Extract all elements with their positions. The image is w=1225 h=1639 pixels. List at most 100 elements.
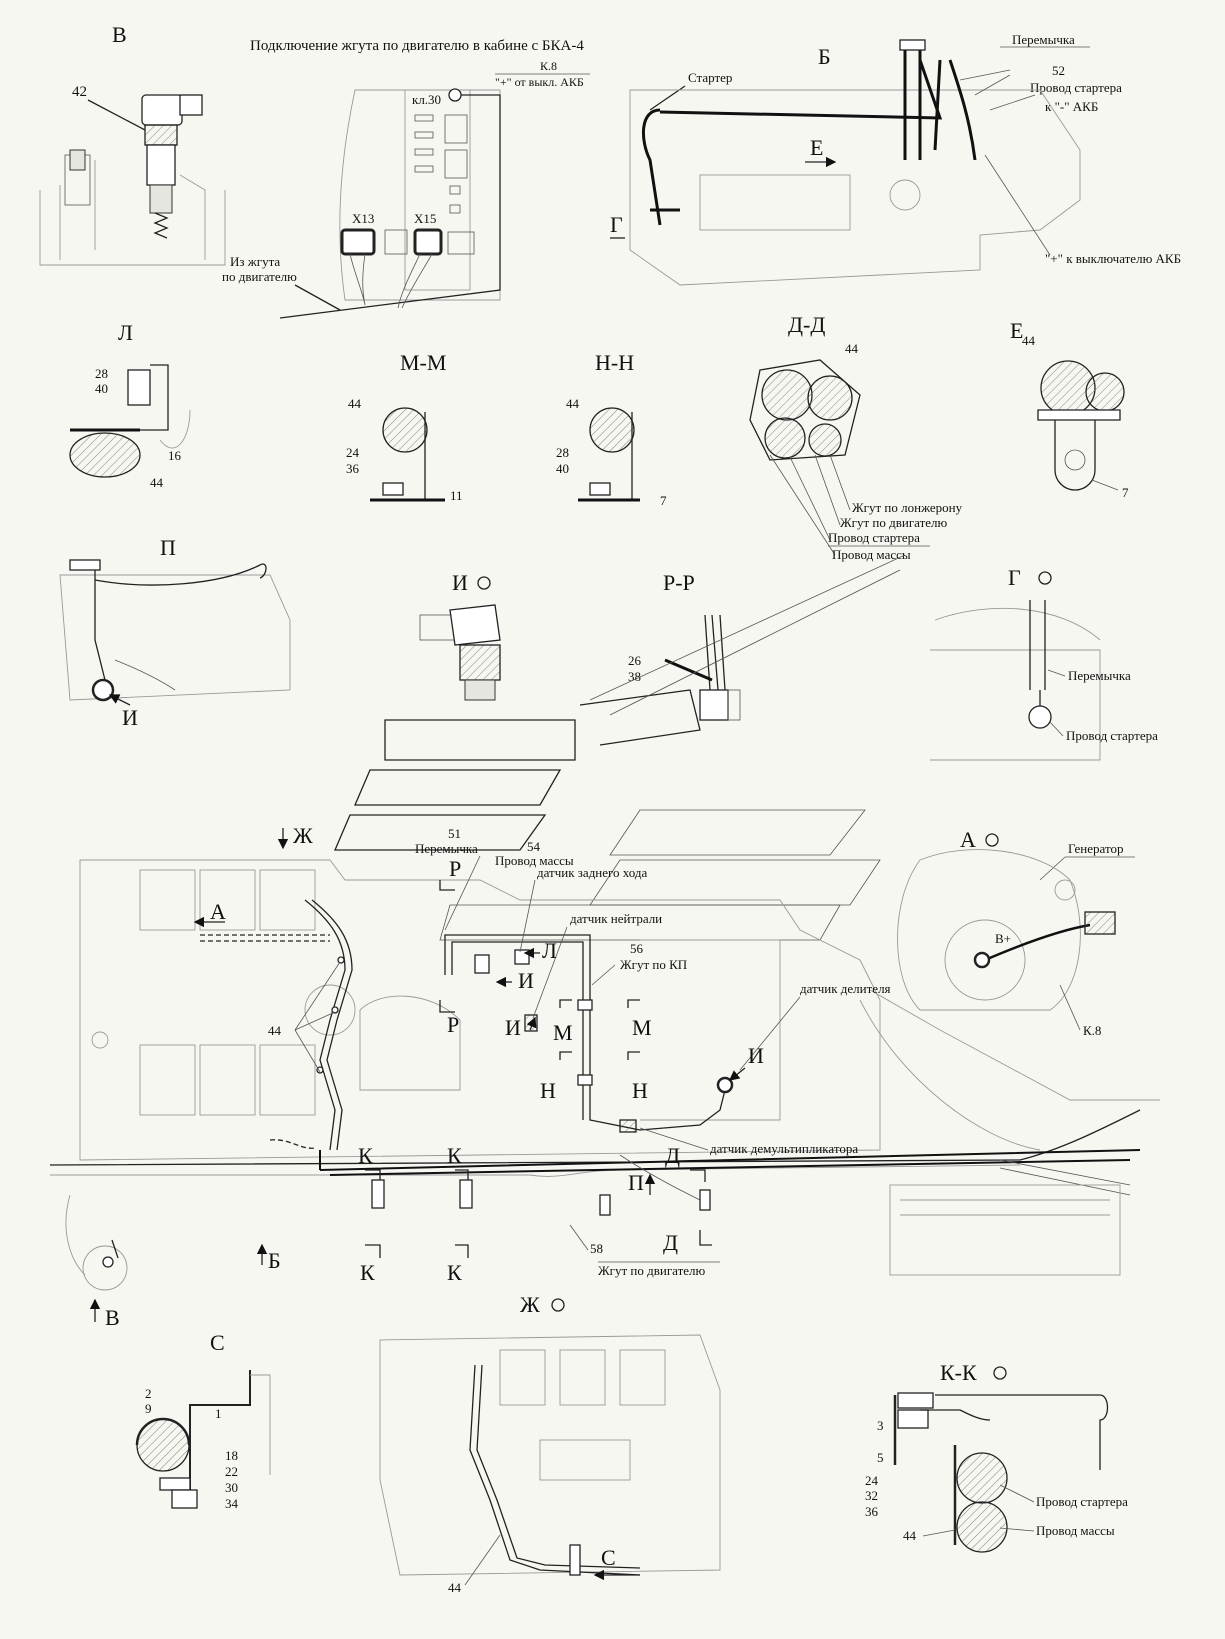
- jumper-label-g: Перемычка: [1068, 668, 1131, 683]
- view-p-label: П: [160, 535, 176, 560]
- x15-label: Х15: [414, 211, 436, 226]
- view-zh-label: Ж: [520, 1292, 540, 1317]
- marker-m-left: М: [553, 1020, 573, 1045]
- callout-3-kk: 3: [877, 1418, 884, 1433]
- section-kk: К-К 3 5 24 32 36 44 Провод стартера Пров…: [865, 1360, 1128, 1553]
- callout-44-nn: 44: [566, 396, 580, 411]
- marker-i-lower: И: [505, 1015, 521, 1040]
- section-dd-label: Д-Д: [788, 312, 825, 337]
- marker-d-bottom: Д: [663, 1230, 678, 1255]
- callout-58: 58: [590, 1241, 603, 1256]
- plus-from-switch-label: "+" от выкл. АКБ: [495, 75, 584, 89]
- demult-sensor-label: датчик демультипликатора: [710, 1141, 858, 1156]
- callout-24-kk: 24: [865, 1473, 879, 1488]
- marker-k-ll: К: [360, 1260, 375, 1285]
- callout-42: 42: [72, 84, 87, 100]
- view-i-detail: И: [419, 570, 501, 701]
- generator-label: Генератор: [1068, 841, 1123, 856]
- view-p-detail: П И: [59, 535, 291, 730]
- callout-44-e: 44: [1022, 333, 1036, 348]
- section-rr: Р-Р 26 38: [628, 570, 741, 721]
- callout-2-s: 2: [145, 1386, 152, 1401]
- jumper-label-top: Перемычка: [1012, 32, 1075, 47]
- callout-54: 54: [527, 839, 541, 854]
- marker-m-right: М: [632, 1015, 652, 1040]
- view-s-detail: С 2 9 1 18 22 30 34: [135, 1330, 271, 1511]
- section-nn: Н-Н 44 28 40 7: [556, 350, 667, 508]
- k8-label-top: К.8: [540, 59, 557, 73]
- callout-38-rr: 38: [628, 669, 641, 684]
- to-minus-akb-label: к "-" АКБ: [1045, 99, 1098, 114]
- callout-40-l: 40: [95, 381, 108, 396]
- callout-28-nn: 28: [556, 445, 569, 460]
- callout-44-dd: 44: [845, 341, 859, 356]
- divider-sensor-label: датчик делителя: [800, 981, 891, 996]
- callout-16-l: 16: [168, 448, 182, 463]
- neutral-sensor-label: датчик нейтрали: [570, 911, 662, 926]
- ground-wire-label-main: Провод массы: [495, 853, 574, 868]
- view-e-detail: Е 44 7: [1010, 318, 1129, 500]
- jumper-label-main: Перемычка: [415, 841, 478, 856]
- callout-26-rr: 26: [628, 653, 642, 668]
- callout-7-nn: 7: [660, 493, 667, 508]
- view-b-starter: Б Перемычка 52 Провод стартера к "-" АКБ…: [610, 32, 1181, 286]
- callout-22-s: 22: [225, 1464, 238, 1479]
- callout-44-main: 44: [268, 1023, 282, 1038]
- callout-36-kk: 36: [865, 1504, 879, 1519]
- view-v-label: В: [112, 22, 127, 47]
- callout-44-l: 44: [150, 475, 164, 490]
- cab-connection-panel: К.8 "+" от выкл. АКБ кл.30 Х13 Х15 Из жг…: [222, 59, 590, 319]
- view-g-detail: Г Перемычка Провод стартера: [930, 565, 1158, 761]
- b-plus-label: В+: [995, 931, 1011, 946]
- marker-v-main: В: [105, 1305, 120, 1330]
- marker-a-main: А: [210, 899, 226, 924]
- longeron-harness-label: Жгут по лонжерону: [852, 500, 963, 515]
- callout-11-mm: 11: [450, 488, 463, 503]
- view-s-label: С: [210, 1330, 225, 1355]
- callout-34-s: 34: [225, 1496, 239, 1511]
- callout-28-l: 28: [95, 366, 108, 381]
- ground-wire-label-dd: Провод массы: [832, 547, 911, 562]
- starter-wire-label-dd: Провод стартера: [828, 530, 920, 545]
- main-labels: Ж 51 Перемычка 54 Провод массы А Р датчи…: [89, 823, 891, 1330]
- callout-1-s: 1: [215, 1406, 222, 1421]
- starter-wire-label-top: Провод стартера: [1030, 80, 1122, 95]
- view-l-detail: Л 28 40 16 44: [69, 320, 191, 490]
- starter-wire-label-kk: Провод стартера: [1036, 1494, 1128, 1509]
- view-p-marker-i: И: [122, 705, 138, 730]
- view-v-detail: В 42: [39, 22, 226, 266]
- callout-32-kk: 32: [865, 1488, 878, 1503]
- marker-p-main: П: [628, 1170, 644, 1195]
- marker-e: Е: [810, 135, 823, 160]
- callout-56: 56: [630, 941, 644, 956]
- section-mm: М-М 44 24 36 11: [346, 350, 463, 503]
- leader-chevrons: [334, 554, 906, 941]
- starter-label: Стартер: [688, 70, 732, 85]
- from-harness-label-2: по двигателю: [222, 269, 297, 284]
- section-kk-label: К-К: [940, 1360, 977, 1385]
- marker-n-right: Н: [632, 1078, 648, 1103]
- view-a-label: А: [960, 827, 976, 852]
- callout-30-s: 30: [225, 1480, 238, 1495]
- marker-b-main: Б: [268, 1248, 281, 1273]
- view-a-generator: А Генератор В+ К.8: [897, 827, 1135, 1038]
- view-i-label: И: [452, 570, 468, 595]
- view-e-label: Е: [1010, 318, 1023, 343]
- marker-k-lr: К: [447, 1260, 462, 1285]
- callout-18-s: 18: [225, 1448, 238, 1463]
- section-rr-label: Р-Р: [663, 570, 695, 595]
- callout-40-nn: 40: [556, 461, 569, 476]
- ground-wire-label-kk: Провод массы: [1036, 1523, 1115, 1538]
- marker-r-top: Р: [449, 856, 461, 881]
- section-mm-label: М-М: [400, 350, 446, 375]
- callout-52: 52: [1052, 63, 1065, 78]
- engine-harness-label-dd: Жгут по двигателю: [840, 515, 948, 530]
- view-g-label: Г: [1008, 565, 1021, 590]
- callout-51: 51: [448, 826, 461, 841]
- section-nn-label: Н-Н: [595, 350, 634, 375]
- marker-k-ur: К: [447, 1143, 462, 1168]
- marker-g-top: Г: [610, 212, 623, 237]
- marker-n-left: Н: [540, 1078, 556, 1103]
- callout-44-mm: 44: [348, 396, 362, 411]
